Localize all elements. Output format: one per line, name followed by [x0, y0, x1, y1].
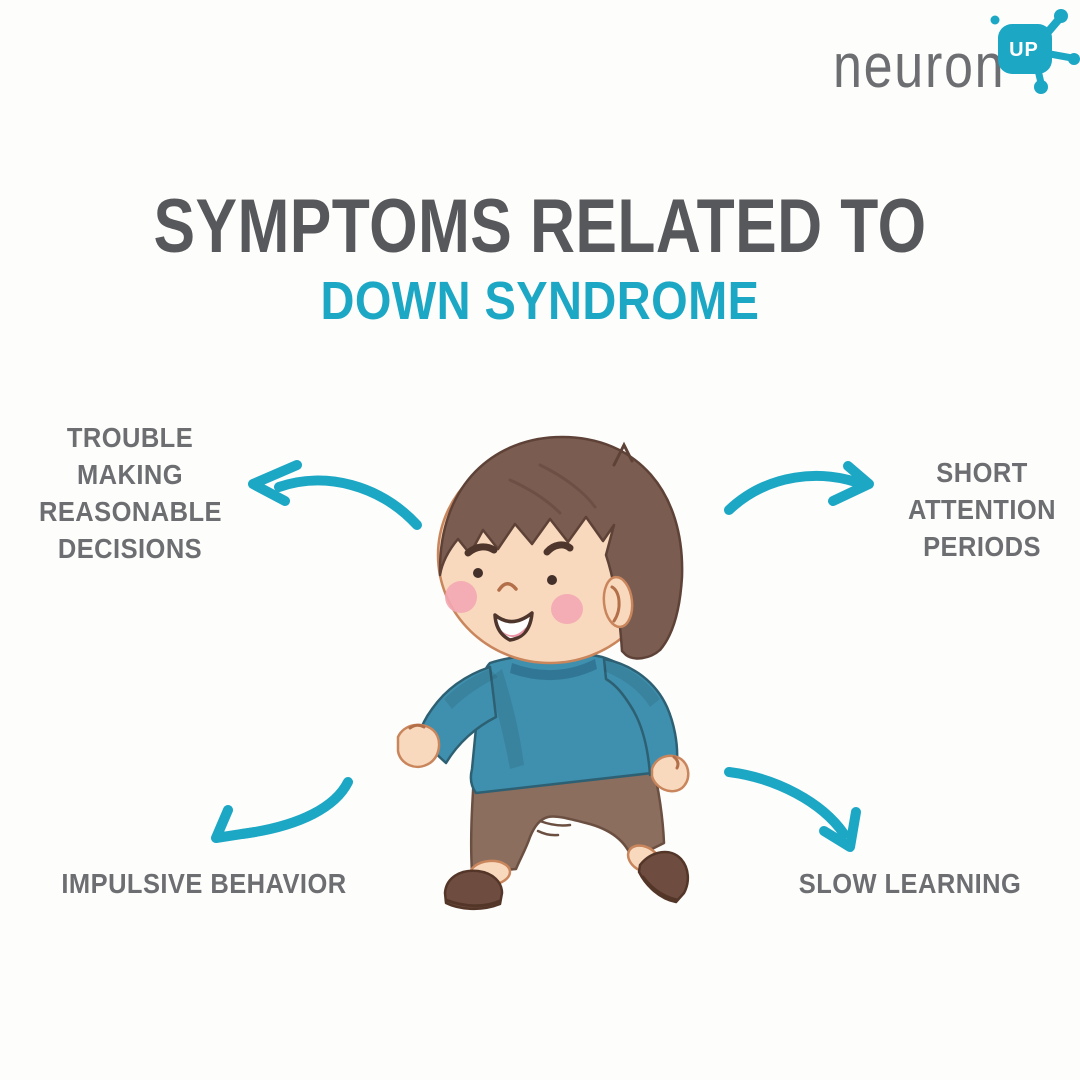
label-line: PERIODS [923, 531, 1041, 562]
symptom-label-trouble-making-reasonable-decisions: TROUBLE MAKING REASONABLE DECISIONS [39, 419, 221, 567]
label-line: MAKING [76, 459, 184, 490]
boy-head [436, 435, 684, 665]
symptom-label-short-attention-periods: SHORT ATTENTION PERIODS [887, 454, 1076, 565]
page-subtitle: DOWN SYNDROME [320, 271, 760, 331]
label-line: REASONABLE [39, 496, 222, 527]
neuron-mark-icon: UP [990, 9, 1080, 94]
symptom-label-impulsive-behavior: IMPULSIVE BEHAVIOR [53, 865, 355, 902]
symptom-label-slow-learning: SLOW LEARNING [759, 865, 1061, 902]
curved-arrow-bottom-left-icon [211, 777, 353, 843]
page-title: SYMPTOMS RELATED TO [153, 184, 927, 269]
logo-brand-text: neuron [833, 32, 1005, 101]
label-line: SLOW LEARNING [798, 868, 1022, 899]
label-line: ATTENTION [907, 494, 1056, 525]
label-line: DECISIONS [57, 533, 203, 564]
curved-arrow-bottom-right-icon [724, 767, 861, 852]
boy-right-arm [602, 657, 690, 793]
boy-left-arm [396, 665, 498, 768]
label-line: TROUBLE [66, 422, 194, 453]
logo-badge-text: UP [1009, 39, 1039, 61]
boy-walking-illustration [396, 435, 690, 911]
label-line: IMPULSIVE BEHAVIOR [61, 868, 347, 899]
boy-legs [443, 761, 690, 911]
curved-arrow-top-left-icon [248, 460, 422, 530]
hair-sprig [612, 441, 634, 467]
label-line: SHORT [936, 457, 1028, 488]
curved-arrow-top-right-icon [724, 461, 874, 515]
neuronup-logo: neuron UP [833, 9, 1080, 101]
